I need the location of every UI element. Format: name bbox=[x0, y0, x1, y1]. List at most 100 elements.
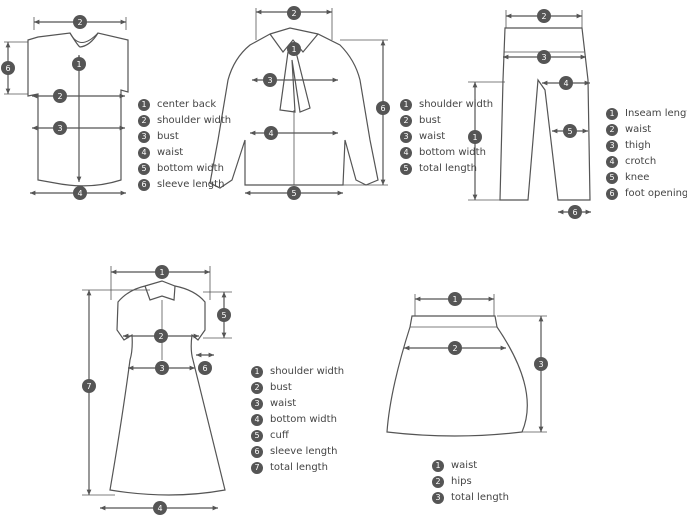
badge: 6 bbox=[138, 179, 150, 191]
badge-1 bbox=[72, 57, 86, 71]
legend-item: 7 total length bbox=[251, 460, 344, 476]
badge: 2 bbox=[251, 382, 263, 394]
badge-2 bbox=[73, 15, 87, 29]
badge: 3 bbox=[251, 398, 263, 410]
svg-text:2: 2 bbox=[158, 332, 163, 341]
badge: 5 bbox=[400, 163, 412, 175]
badge: 4 bbox=[251, 414, 263, 426]
svg-text:7: 7 bbox=[86, 382, 91, 391]
skirt-diagram bbox=[386, 294, 547, 437]
legend-label: waist bbox=[270, 398, 297, 409]
svg-text:5: 5 bbox=[291, 189, 296, 198]
svg-text:3: 3 bbox=[57, 124, 62, 133]
badge: 3 bbox=[400, 131, 412, 143]
svg-text:1: 1 bbox=[76, 60, 81, 69]
legend-item: 3 bust bbox=[138, 129, 231, 145]
svg-text:4: 4 bbox=[563, 79, 568, 88]
svg-text:4: 4 bbox=[77, 189, 82, 198]
svg-text:1: 1 bbox=[291, 45, 296, 54]
svg-text:6: 6 bbox=[380, 104, 385, 113]
badge: 1 bbox=[251, 366, 263, 378]
badge: 2 bbox=[400, 115, 412, 127]
legend-item: 2 shoulder width bbox=[138, 113, 231, 129]
badge: 4 bbox=[400, 147, 412, 159]
svg-text:2: 2 bbox=[57, 92, 62, 101]
legend-label: cuff bbox=[270, 430, 289, 441]
legend-label: crotch bbox=[625, 156, 657, 167]
svg-text:6: 6 bbox=[572, 208, 577, 217]
badge: 1 bbox=[606, 108, 618, 120]
badge: 5 bbox=[138, 163, 150, 175]
svg-text:4: 4 bbox=[268, 129, 273, 138]
legend-label: total length bbox=[270, 462, 328, 473]
blouse-badges bbox=[263, 6, 390, 200]
badge: 3 bbox=[606, 140, 618, 152]
legend-item: 1 shoulder width bbox=[400, 97, 493, 113]
pants-outline bbox=[499, 27, 591, 201]
legend-label: bust bbox=[270, 382, 292, 393]
legend-label: bottom width bbox=[270, 414, 337, 425]
legend-item: 4 crotch bbox=[606, 154, 687, 170]
legend-item: 1 waist bbox=[432, 458, 509, 474]
badge: 6 bbox=[606, 188, 618, 200]
badge: 7 bbox=[251, 462, 263, 474]
svg-text:3: 3 bbox=[538, 360, 543, 369]
legend-label: waist bbox=[451, 460, 478, 471]
badge: 5 bbox=[606, 172, 618, 184]
skirt-outline bbox=[386, 315, 528, 437]
badge: 4 bbox=[606, 156, 618, 168]
skirt-badges bbox=[448, 292, 548, 371]
legend-item: 2 bust bbox=[251, 380, 344, 396]
svg-text:1: 1 bbox=[159, 268, 164, 277]
svg-text:1: 1 bbox=[472, 133, 477, 142]
dress-outline bbox=[109, 280, 226, 496]
badge-4 bbox=[73, 186, 87, 200]
badge: 4 bbox=[138, 147, 150, 159]
badge: 3 bbox=[432, 492, 444, 504]
legend-item: 4 bottom width bbox=[251, 412, 344, 428]
badge: 3 bbox=[138, 131, 150, 143]
badge: 2 bbox=[138, 115, 150, 127]
svg-text:2: 2 bbox=[291, 9, 296, 18]
badge: 1 bbox=[432, 460, 444, 472]
svg-text:6: 6 bbox=[202, 364, 207, 373]
legend-label: Inseam length bbox=[625, 108, 687, 119]
legend-label: sleeve length bbox=[270, 446, 338, 457]
legend-label: waist bbox=[625, 124, 652, 135]
svg-text:6: 6 bbox=[5, 64, 10, 73]
legend-label: sleeve length bbox=[157, 179, 225, 190]
svg-text:2: 2 bbox=[77, 18, 82, 27]
legend-label: center back bbox=[157, 99, 217, 110]
legend-label: bottom width bbox=[419, 147, 486, 158]
badge-2 bbox=[53, 89, 67, 103]
legend-item: 6 foot opening bbox=[606, 186, 687, 202]
svg-text:5: 5 bbox=[567, 127, 572, 136]
legend-label: foot opening bbox=[625, 188, 687, 199]
tshirt-badges bbox=[1, 15, 87, 200]
legend-item: 4 bottom width bbox=[400, 145, 493, 161]
legend-label: shoulder width bbox=[157, 115, 232, 126]
legend-label: bust bbox=[157, 131, 179, 142]
svg-text:3: 3 bbox=[541, 53, 546, 62]
svg-text:4: 4 bbox=[157, 504, 162, 513]
blouse-outline bbox=[209, 27, 379, 189]
legend-label: shoulder width bbox=[419, 99, 494, 110]
legend-item: 5 knee bbox=[606, 170, 687, 186]
legend-label: knee bbox=[625, 172, 650, 183]
badge: 1 bbox=[400, 99, 412, 111]
blouse-diagram bbox=[209, 8, 388, 196]
legend-item: 1 Inseam length bbox=[606, 106, 687, 122]
tshirt-outline bbox=[27, 32, 129, 187]
pants-badges bbox=[468, 9, 582, 219]
